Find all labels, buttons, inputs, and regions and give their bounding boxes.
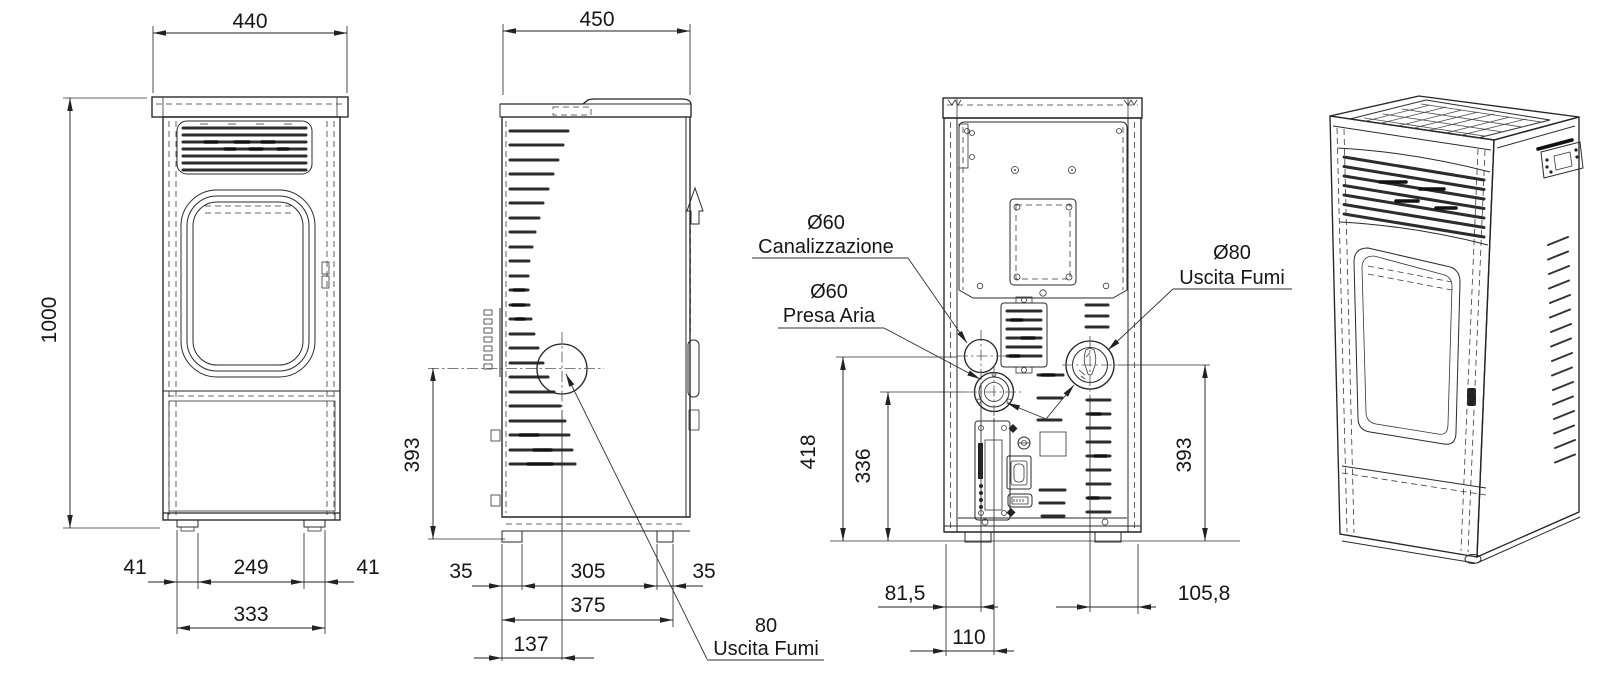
rear-canalizzazione-port (957, 330, 1007, 612)
port-connector-arrows (1006, 384, 1075, 420)
dim-text-foot-right: 41 (356, 556, 379, 579)
dim-text-presa-aria-offset: 110 (952, 626, 985, 649)
side-rear-bracket (483, 308, 501, 507)
dim-side-depth: 450 (502, 8, 691, 95)
side-body (501, 116, 691, 518)
isometric-view (1329, 95, 1584, 564)
dim-text-front-height: 1000 (38, 297, 61, 344)
dim-front-height: 1000 (38, 97, 160, 529)
rear-presa-aria-port (966, 366, 1022, 655)
dim-text-foot-rear: 35 (692, 560, 715, 583)
label-uscita-fumi-side: 80 Uscita Fumi (565, 373, 824, 661)
dim-text-side-foot-span: 375 (570, 594, 605, 617)
side-flue-label-name: Uscita Fumi (713, 638, 819, 660)
dim-side-feet: 35 305 35 375 137 (449, 544, 716, 661)
dim-text-presa-aria-height: 336 (852, 448, 875, 483)
rear-upper-panel (958, 121, 1128, 299)
iso-side-face (1476, 116, 1580, 559)
dim-text-uscita-fumi-offset: 105,8 (1178, 582, 1231, 605)
uscita-fumi-name: Uscita Fumi (1179, 267, 1285, 289)
dim-text-canalizzazione-offset: 81,5 (885, 582, 926, 605)
dim-text-uscita-fumi-height: 393 (1173, 437, 1196, 472)
rear-base-and-feet (944, 517, 1141, 543)
side-flue-label-dia: 80 (755, 615, 777, 637)
front-top-plate (151, 96, 349, 118)
label-canalizzazione: Ø60 Canalizzazione (752, 212, 968, 344)
dim-text-foot-front: 35 (449, 560, 472, 583)
dim-rear-offsets: 81,5 110 105,8 (878, 544, 1230, 656)
rear-view: Ø60 Canalizzazione Ø60 Presa Aria Ø80 Us… (752, 97, 1292, 656)
iso-door-window (1353, 247, 1461, 445)
dim-text-foot-mid: 305 (570, 560, 605, 583)
power-switch (1006, 455, 1032, 490)
front-side-trims (168, 121, 335, 515)
iso-base (1341, 516, 1581, 564)
dim-rear-heights: 418 336 393 (797, 356, 1240, 542)
uscita-fumi-dia: Ø80 (1213, 242, 1251, 264)
front-view: 440 1000 41 249 41 333 (38, 10, 380, 634)
dim-front-width: 440 (152, 10, 348, 93)
iso-side-vents (1547, 236, 1576, 464)
side-louvers (508, 129, 577, 466)
rear-electrical-panel (974, 420, 1033, 521)
rear-access-panel (1009, 198, 1077, 286)
iso-front-louvers (1337, 147, 1491, 246)
front-door-handle (321, 261, 330, 289)
dim-text-canalizzazione-height: 418 (797, 434, 820, 469)
dim-text-foot-span: 333 (233, 603, 268, 626)
dim-text-side-depth: 450 (579, 8, 614, 31)
iso-lower-door (1341, 388, 1487, 496)
front-door-window (180, 189, 316, 378)
front-base-and-feet (163, 512, 340, 532)
canalizzazione-name: Canalizzazione (758, 236, 894, 258)
label-presa-aria: Ø60 Presa Aria (778, 281, 981, 380)
dim-text-side-flue-height: 393 (401, 437, 424, 472)
rear-uscita-fumi-port (1062, 336, 1210, 612)
presa-aria-dia: Ø60 (810, 281, 848, 303)
side-base-and-feet (501, 516, 690, 543)
dim-text-foot-center: 249 (233, 556, 268, 579)
front-grille (176, 120, 313, 175)
dim-text-front-width: 440 (232, 10, 267, 33)
front-lower-panel (163, 390, 340, 512)
side-view: 450 393 35 305 35 375 137 (401, 8, 824, 661)
rear-vent-slats (1036, 303, 1112, 518)
front-body (162, 116, 341, 521)
dim-front-feet: 41 249 41 333 (123, 530, 380, 634)
iso-top-grille (1332, 99, 1576, 151)
dim-text-flue-offset: 137 (513, 633, 548, 656)
side-door-handle (686, 186, 704, 431)
rear-louver-panel (1000, 296, 1048, 374)
label-uscita-fumi-rear: Ø80 Uscita Fumi (1107, 242, 1292, 351)
side-top-plate (499, 98, 692, 118)
iso-control-panel (1536, 138, 1584, 179)
presa-aria-name: Presa Aria (783, 305, 876, 327)
serial-port (1007, 493, 1033, 508)
rear-top-plate (942, 97, 1143, 119)
dim-side-flue-height: 393 (401, 368, 505, 540)
dim-text-foot-left: 41 (123, 556, 146, 579)
iso-front-trims (1336, 127, 1486, 553)
canalizzazione-dia: Ø60 (807, 212, 845, 234)
iso-front-face (1329, 115, 1495, 558)
